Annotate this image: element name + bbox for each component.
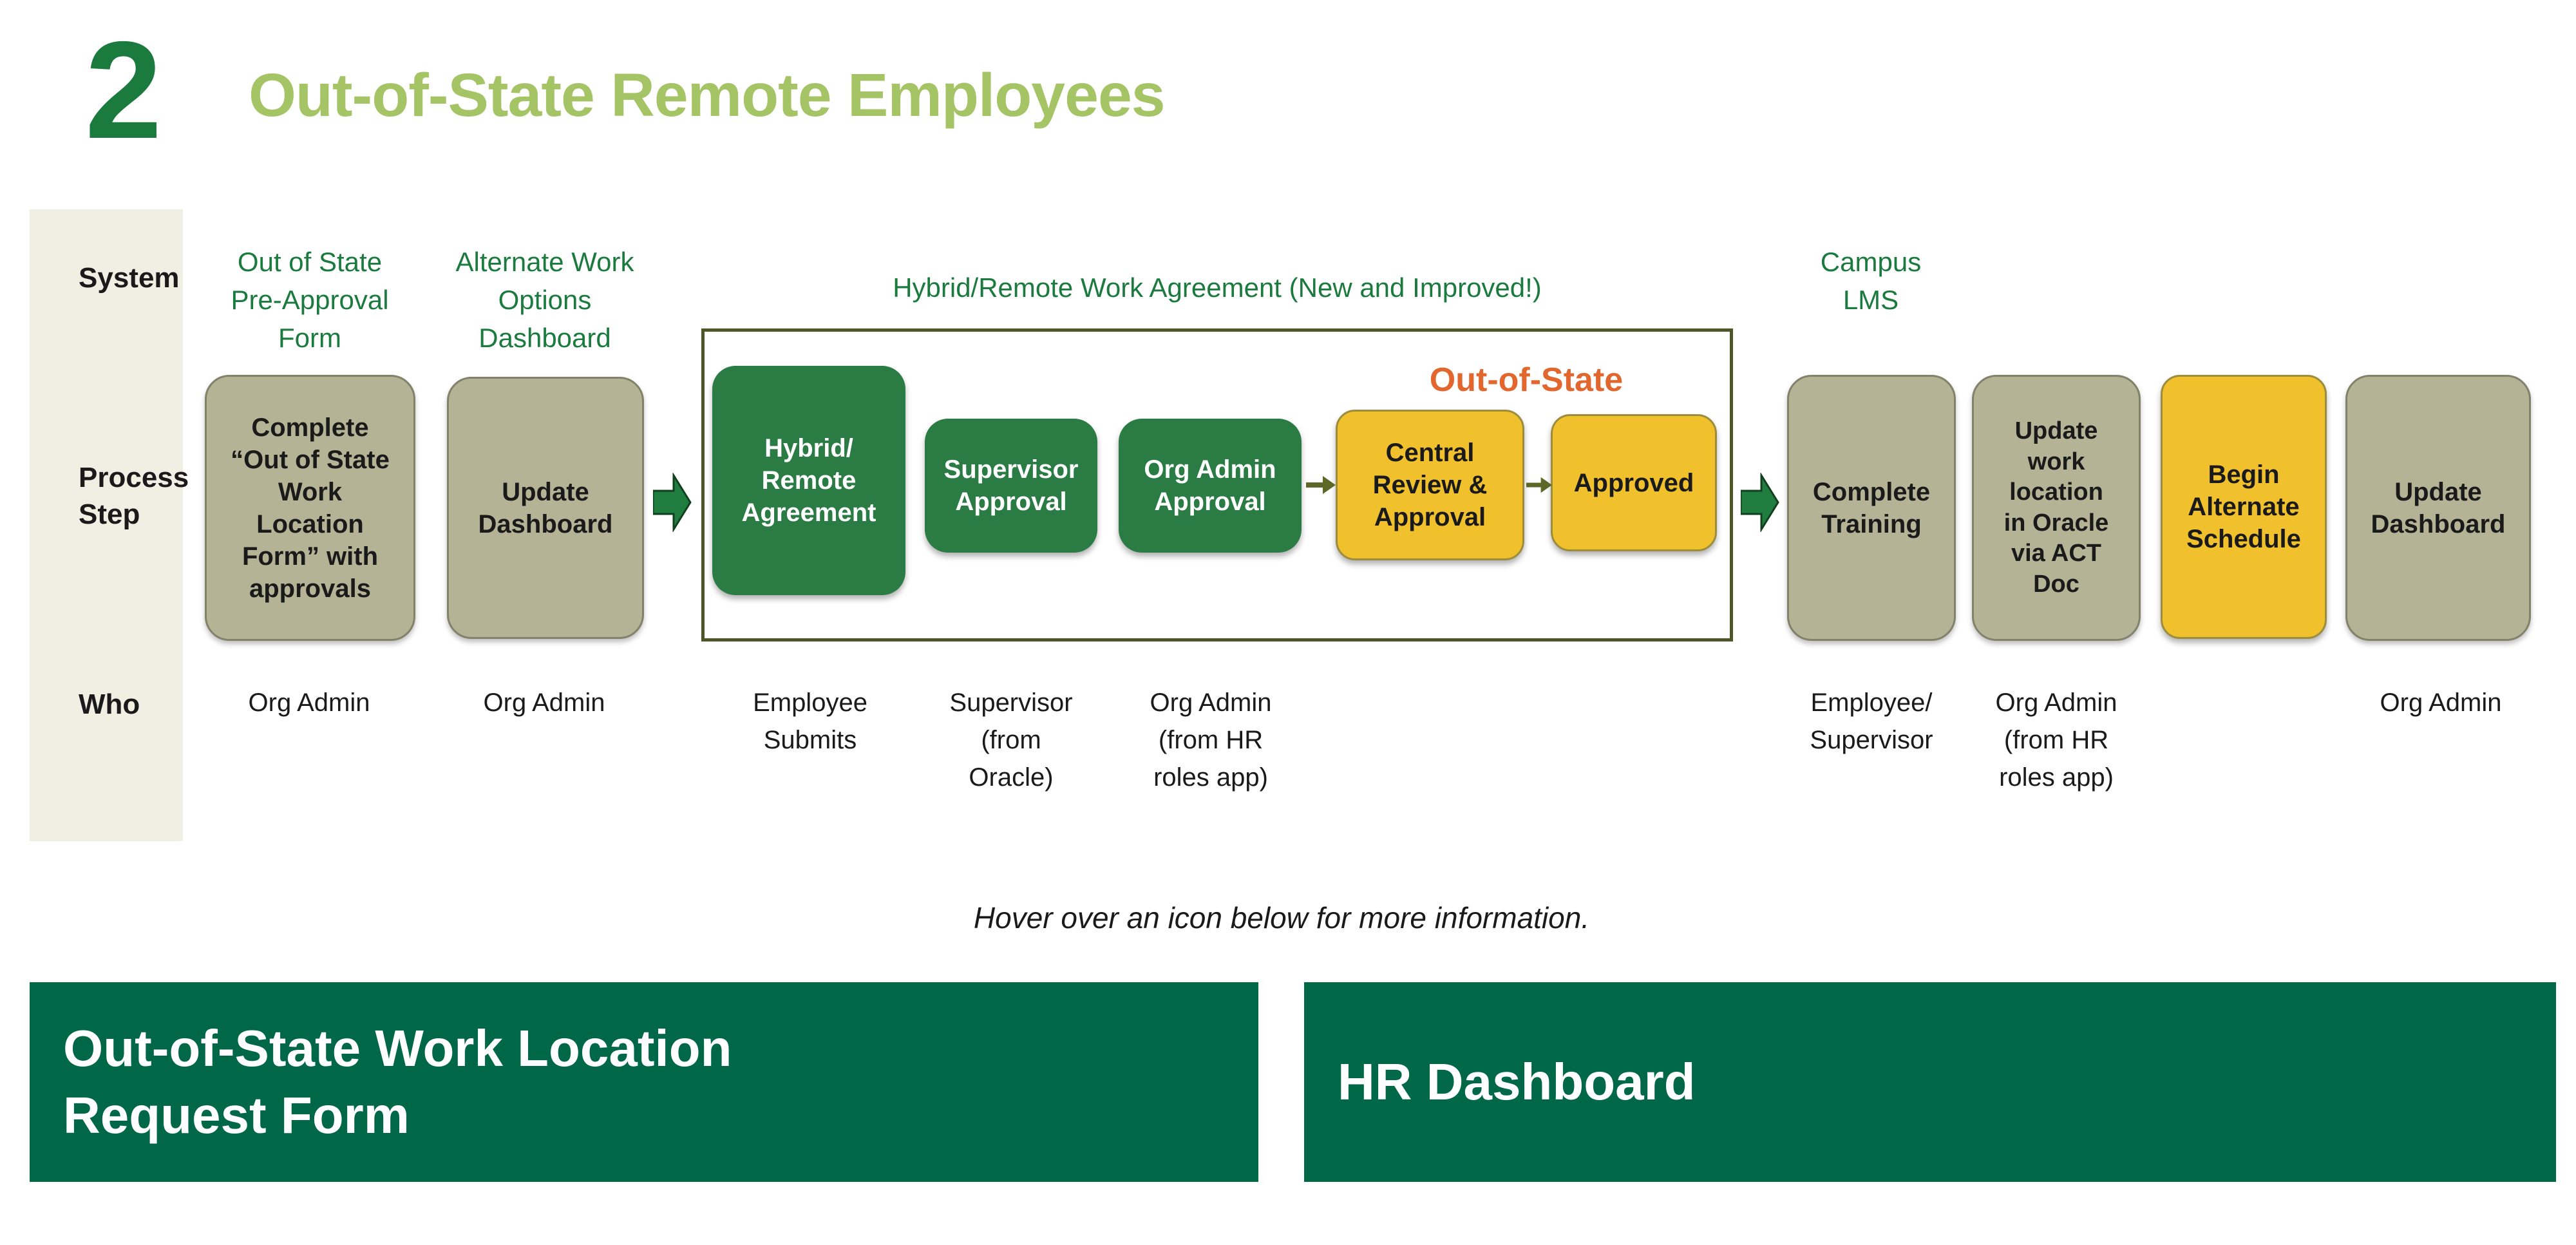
system-label-alternate-work-dashboard: Alternate Work Options Dashboard (455, 247, 634, 353)
who-label: Org Admin (from HR roles app) (1995, 689, 2117, 792)
system-label-campus-lms: Campus LMS (1820, 247, 1922, 315)
step-hybrid-remote-agreement: Hybrid/ Remote Agreement (712, 366, 905, 595)
step-central-review-approval: Central Review & Approval (1336, 410, 1524, 560)
banner-title: Out-of-State Work Location Request Form (63, 1020, 732, 1144)
step-update-dashboard-2: Update Dashboard (2345, 375, 2531, 641)
who-label: Org Admin (248, 689, 370, 717)
step-number: 2 (85, 12, 162, 167)
who-label: Org Admin (from HR roles app) (1150, 689, 1272, 792)
step-update-dashboard-1: Update Dashboard (447, 377, 644, 639)
process-step-row-label: Process Step (79, 462, 189, 531)
system-label-pre-approval-form: Out of State Pre-Approval Form (231, 247, 389, 353)
hover-instruction: Hover over an icon below for more inform… (973, 901, 1590, 935)
out-of-state-form-banner[interactable]: Out-of-State Work Location Request Form (30, 982, 1258, 1182)
who-label: Org Admin (483, 689, 605, 717)
out-of-state-tag: Out-of-State (1429, 361, 1624, 399)
page-title: Out-of-State Remote Employees (249, 61, 1166, 129)
system-label-hybrid-agreement: Hybrid/Remote Work Agreement (New and Im… (893, 272, 1542, 303)
small-arrow-icon (1526, 477, 1552, 493)
step-complete-training: Complete Training (1787, 375, 1956, 641)
step-begin-alternate-schedule: Begin Alternate Schedule (2161, 375, 2327, 639)
flow-arrow-icon (1741, 473, 1779, 532)
step-supervisor-approval: Supervisor Approval (925, 419, 1097, 553)
flow-arrow-icon (653, 473, 692, 532)
who-label: Employee/ Supervisor (1810, 689, 1933, 754)
row-labels-column: System Process Step Who (30, 209, 189, 841)
step-complete-out-of-state-form: Complete “Out of State Work Location For… (205, 375, 415, 641)
step-approved: Approved (1551, 414, 1717, 551)
system-row-label: System (79, 262, 180, 294)
who-label: Org Admin (2380, 689, 2502, 717)
step-update-work-location-oracle: Update work location in Oracle via ACT D… (1972, 375, 2141, 641)
who-row-label: Who (79, 689, 140, 720)
hr-dashboard-banner[interactable]: HR Dashboard (1304, 982, 2556, 1182)
step-org-admin-approval: Org Admin Approval (1119, 419, 1302, 553)
who-label: Supervisor (from Oracle) (949, 689, 1073, 792)
banner-title: HR Dashboard (1338, 1053, 1696, 1110)
who-label: Employee Submits (753, 689, 867, 754)
small-arrow-icon (1306, 476, 1336, 494)
